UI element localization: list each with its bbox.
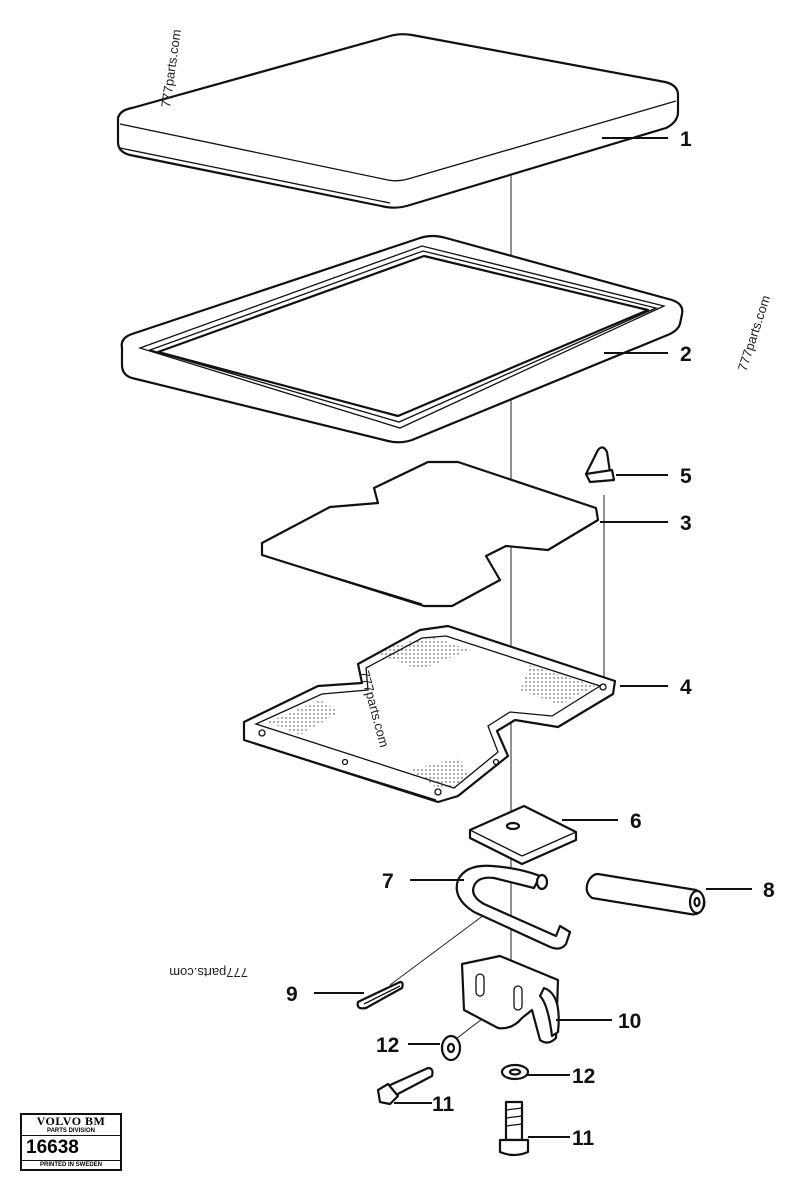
- part-6-plate: [468, 804, 578, 866]
- callout-12-left: 12: [376, 1034, 399, 1057]
- callout-11-left: 11: [432, 1093, 455, 1116]
- volvo-bm-stamp: VOLVO BM PARTS DIVISION 16638 PRINTED IN…: [20, 1113, 122, 1171]
- watermark-mirrored: 777parts.com: [169, 965, 248, 980]
- part-8-grip: [585, 872, 706, 916]
- part-7-handle: [455, 864, 572, 950]
- callout-1: 1: [680, 128, 692, 151]
- callout-6: 6: [630, 810, 642, 833]
- stamp-printed: PRINTED IN SWEDEN: [39, 1162, 102, 1168]
- callout-numbers: 1 2 3 4 5 6 7 8 9 10 11 11 12 12: [286, 128, 775, 1150]
- callout-11-right: 11: [572, 1127, 595, 1150]
- part-11-bolt-right: [498, 1100, 530, 1157]
- part-10-bracket: [460, 954, 560, 1044]
- part-3-sheet: [260, 460, 600, 608]
- stamp-division: PARTS DIVISION: [22, 1128, 120, 1136]
- callout-5: 5: [680, 465, 692, 488]
- callout-3: 3: [680, 512, 692, 535]
- callout-12-right: 12: [572, 1065, 595, 1088]
- callout-8: 8: [763, 879, 775, 902]
- callout-10: 10: [618, 1010, 641, 1033]
- part-2-gasket-frame: [120, 234, 684, 444]
- leader-lines: [314, 137, 752, 1138]
- part-9-pin: [356, 980, 404, 1010]
- callout-7: 7: [382, 870, 394, 893]
- part-12-washer-right: [500, 1063, 530, 1081]
- part-4-tray: [242, 624, 617, 804]
- part-5-clip: [584, 446, 616, 484]
- callout-4: 4: [680, 676, 692, 699]
- stamp-code: 16638: [22, 1136, 120, 1161]
- callout-9: 9: [286, 983, 298, 1006]
- stamp-brand: VOLVO BM: [36, 1114, 106, 1128]
- part-11-bolt-left: [376, 1066, 434, 1106]
- callout-2: 2: [680, 343, 692, 366]
- watermark-right: 777parts.com: [735, 293, 774, 373]
- part-1-cover: [116, 33, 680, 209]
- part-12-washer-left: [440, 1034, 462, 1062]
